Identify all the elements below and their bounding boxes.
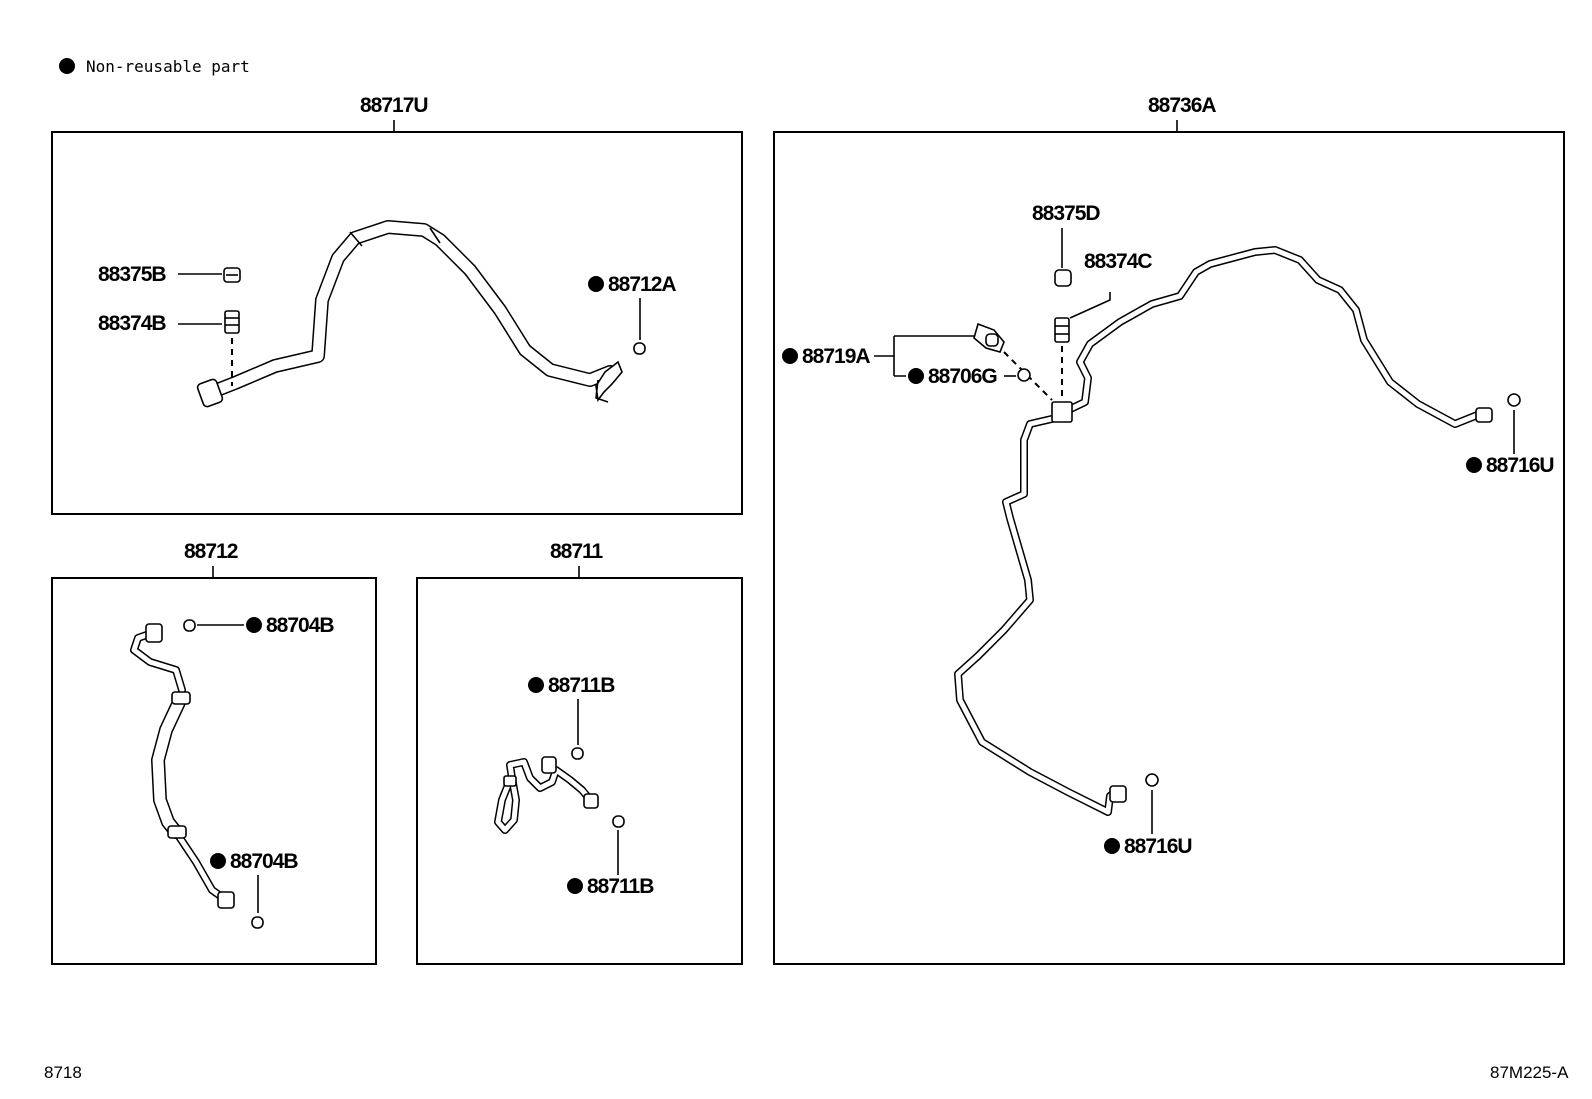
group-88717u: 88717U 88375B 88374B	[51, 94, 743, 515]
label-88711b-bottom: 88711B	[587, 875, 654, 898]
group-box-88712	[51, 577, 377, 965]
part-88711b-top: 88711B	[528, 674, 616, 760]
group-title-88712: 88712	[184, 540, 238, 563]
non-reusable-dot-icon	[782, 348, 798, 364]
group-88736a: 88736A 88375D 88374C 88719A	[773, 94, 1565, 965]
group-title-88711: 88711	[550, 540, 604, 563]
footer-left-code: 8718	[44, 1063, 82, 1082]
label-88719a: 88719A	[802, 345, 870, 368]
part-88704b-bottom: 88704B	[210, 850, 299, 929]
o-ring-icon	[251, 916, 264, 929]
part-88374c: 88374C	[1054, 250, 1153, 400]
part-88704b-top: 88704B	[183, 614, 335, 637]
o-ring-icon	[612, 815, 625, 828]
label-88716u-right: 88716U	[1486, 454, 1554, 477]
hose-88712	[130, 623, 235, 909]
label-88716u-bottom: 88716U	[1124, 835, 1192, 858]
non-reusable-dot-icon	[1104, 838, 1120, 854]
part-88711b-bottom: 88711B	[567, 815, 655, 898]
non-reusable-dot-icon	[59, 58, 75, 74]
label-88706g: 88706G	[928, 365, 997, 388]
part-88375b: 88375B	[98, 263, 241, 286]
o-ring-icon	[1507, 393, 1521, 407]
hose-88717u	[196, 220, 623, 408]
part-88706g: 88706G	[908, 365, 1031, 388]
part-88712a: 88712A	[588, 273, 677, 355]
label-88712a: 88712A	[608, 273, 676, 296]
o-ring-icon	[1017, 368, 1031, 382]
o-ring-icon	[183, 619, 196, 632]
pipe-88711	[494, 756, 599, 834]
non-reusable-dot-icon	[246, 617, 262, 633]
footer-right-code: 87M225-A	[1490, 1063, 1569, 1082]
label-88711b-top: 88711B	[548, 674, 615, 697]
legend-text: Non-reusable part	[86, 57, 250, 76]
label-88704b-top: 88704B	[266, 614, 334, 637]
label-88374c: 88374C	[1084, 250, 1152, 273]
label-88374b: 88374B	[98, 312, 166, 335]
group-88711: 88711 88711B 88711B	[416, 540, 743, 965]
label-88704b-bottom: 88704B	[230, 850, 298, 873]
part-88719a: 88719A	[782, 322, 1053, 401]
non-reusable-dot-icon	[588, 276, 604, 292]
legend: Non-reusable part	[59, 57, 250, 76]
part-88716u-right: 88716U	[1466, 393, 1555, 477]
non-reusable-dot-icon	[210, 853, 226, 869]
o-ring-icon	[1145, 773, 1159, 787]
group-title-88736a: 88736A	[1148, 94, 1216, 117]
label-88375d: 88375D	[1032, 202, 1100, 225]
part-88375d: 88375D	[1032, 202, 1101, 287]
valve-core-icon	[1054, 317, 1070, 343]
group-88712: 88712 88704B 88704B	[51, 540, 377, 965]
o-ring-icon	[571, 747, 584, 760]
non-reusable-dot-icon	[528, 677, 544, 693]
label-88375b: 88375B	[98, 263, 166, 286]
non-reusable-dot-icon	[908, 368, 924, 384]
non-reusable-dot-icon	[1466, 457, 1482, 473]
cap-icon	[1054, 269, 1072, 287]
part-88374b: 88374B	[98, 310, 240, 386]
group-box-88711	[416, 577, 743, 965]
part-88716u-bottom: 88716U	[1104, 773, 1193, 858]
group-box-88717u	[51, 131, 743, 515]
o-ring-icon	[633, 342, 646, 355]
group-title-88717u: 88717U	[360, 94, 428, 117]
valve-core-icon	[224, 310, 240, 334]
group-box-88736a	[773, 131, 1565, 965]
non-reusable-dot-icon	[567, 878, 583, 894]
pipe-88736a	[954, 246, 1493, 816]
